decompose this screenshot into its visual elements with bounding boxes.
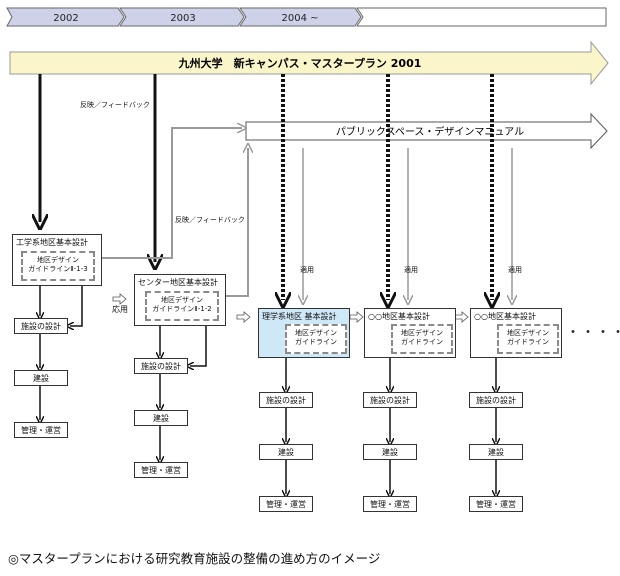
- application-arrow-4: [454, 311, 469, 323]
- project-title: センター地区基本設計: [138, 278, 218, 287]
- feedback-label-1: 反映／フィードバック: [80, 101, 150, 109]
- apply-label-oo2: 適用: [508, 266, 522, 274]
- guideline-text-1: 地区デザイン: [401, 329, 443, 337]
- year-2003: 2003: [170, 13, 195, 24]
- guideline-text-1: 地区デザイン: [295, 329, 337, 337]
- year-chevron-2003: [119, 7, 245, 27]
- feedback-label-2: 反映／フィードバック: [175, 216, 245, 224]
- year-2004: 2004 ~: [281, 13, 318, 24]
- public-manual-label: パブリックスペース・デザインマニュアル: [336, 125, 524, 138]
- year-chevron-2004: [239, 7, 362, 27]
- facility-design-step[interactable]: 施設の設計: [134, 358, 188, 374]
- management-step[interactable]: 管理・運営: [363, 496, 417, 512]
- management-step[interactable]: 管理・運営: [134, 462, 188, 478]
- district-guideline[interactable]: 地区デザイン ガイドライン: [497, 324, 559, 354]
- district-guideline[interactable]: 地区デザイン ガイドラインⅡ-1-3: [21, 251, 95, 281]
- project-science[interactable]: 理学系地区 基本設計 地区デザイン ガイドライン: [258, 308, 350, 358]
- guideline-text-2: ガイドライン: [295, 337, 337, 346]
- guideline-text-2: ガイドライン: [507, 337, 549, 346]
- project-center[interactable]: センター地区基本設計 地区デザイン ガイドラインⅡ-1-2: [134, 274, 226, 326]
- apply-label-oo1: 適用: [404, 266, 418, 274]
- more-projects-indicator: ・・・・: [566, 325, 620, 341]
- p2-return-arrow: [190, 326, 207, 366]
- application-label: 応用: [112, 305, 128, 314]
- district-guideline[interactable]: 地区デザイン ガイドライン: [285, 324, 347, 354]
- public-manual-arrow: [245, 112, 608, 150]
- figure-caption: ◎マスタープランにおける研究教育施設の整備の進め方のイメージ: [8, 551, 381, 566]
- guideline-text-1: 地区デザイン: [507, 329, 549, 337]
- management-step[interactable]: 管理・運営: [469, 496, 523, 512]
- construction-step[interactable]: 建設: [363, 444, 417, 460]
- guideline-text-2: ガイドラインⅡ-1-3: [28, 264, 88, 273]
- facility-design-step[interactable]: 施設の設計: [14, 318, 68, 334]
- construction-step[interactable]: 建設: [134, 410, 188, 426]
- application-arrow-3: [349, 311, 364, 323]
- guideline-text-2: ガイドラインⅡ-1-2: [152, 304, 212, 313]
- year-2002: 2002: [53, 13, 78, 24]
- district-guideline[interactable]: 地区デザイン ガイドライン: [391, 324, 453, 354]
- year-chevron-2002: [6, 7, 125, 27]
- facility-design-step[interactable]: 施設の設計: [259, 392, 313, 408]
- project-title: 工学系地区基本設計: [16, 238, 88, 247]
- guideline-text-2: ガイドライン: [401, 337, 443, 346]
- apply-label-science: 適用: [300, 266, 314, 274]
- application-arrow-1: [112, 293, 127, 305]
- master-plan-label: 九州大学 新キャンパス・マスタープラン 2001: [178, 56, 422, 70]
- feedback-arrow-2: [222, 148, 248, 297]
- timeline: 2002 2003 2004 ~: [6, 7, 607, 27]
- master-plan-arrow: [9, 40, 609, 86]
- application-arrow-2: [236, 311, 251, 323]
- construction-step[interactable]: 建設: [259, 444, 313, 460]
- project-title: 理学系地区 基本設計: [262, 312, 337, 321]
- facility-design-step[interactable]: 施設の設計: [469, 392, 523, 408]
- construction-step[interactable]: 建設: [469, 444, 523, 460]
- construction-step[interactable]: 建設: [14, 370, 68, 386]
- guideline-text-1: 地区デザイン: [161, 296, 203, 304]
- management-step[interactable]: 管理・運営: [14, 422, 68, 438]
- feedback-arrow-1: [100, 128, 242, 259]
- project-district-a[interactable]: ○○地区基本設計 地区デザイン ガイドライン: [364, 308, 456, 358]
- project-title: ○○地区基本設計: [368, 312, 430, 321]
- facility-design-step[interactable]: 施設の設計: [363, 392, 417, 408]
- guideline-text-1: 地区デザイン: [37, 256, 79, 264]
- project-engineering[interactable]: 工学系地区基本設計 地区デザイン ガイドラインⅡ-1-3: [12, 234, 102, 286]
- district-guideline[interactable]: 地区デザイン ガイドラインⅡ-1-2: [145, 291, 219, 321]
- p1-return-arrow: [70, 286, 83, 326]
- management-step[interactable]: 管理・運営: [259, 496, 313, 512]
- project-title: ○○地区基本設計: [474, 312, 536, 321]
- year-chevron-future: [356, 7, 607, 27]
- project-district-b[interactable]: ○○地区基本設計 地区デザイン ガイドライン: [470, 308, 562, 358]
